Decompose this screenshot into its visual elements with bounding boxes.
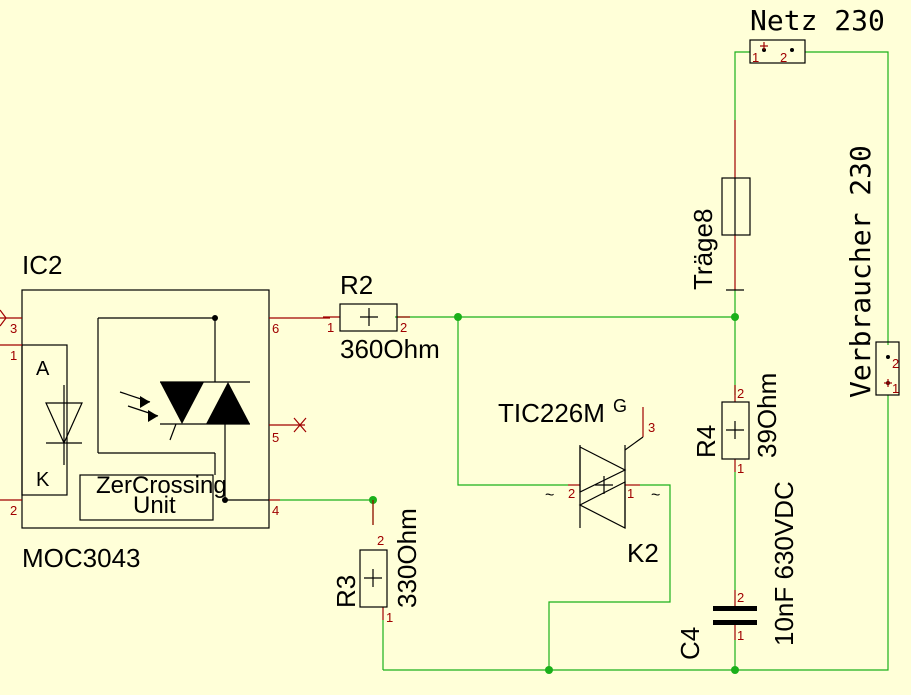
- ic2-pin5: 5: [272, 430, 279, 445]
- verbraucher-pin1: 1: [892, 381, 899, 396]
- r4-value-label: 39Ohm: [752, 373, 782, 458]
- ic2-junction: [222, 497, 228, 503]
- k2-pin1: 1: [627, 486, 634, 501]
- k2-ref-label: K2: [627, 538, 659, 568]
- connector-netz[interactable]: Netz 230 1 2: [749, 4, 885, 65]
- junction-dot: [545, 666, 553, 674]
- ic2-junction: [212, 315, 218, 321]
- junction-dot: [454, 313, 462, 321]
- junctions: [369, 313, 739, 674]
- resistor-r4[interactable]: R4 39Ohm 2 1: [691, 373, 782, 476]
- r2-pin2: 2: [400, 320, 407, 335]
- netz-pin2: 2: [780, 50, 787, 65]
- netz-pin1: 1: [752, 50, 759, 65]
- connector-verbraucher[interactable]: Verbraucher 230 2 1: [844, 145, 900, 398]
- ic2-pin3: 3: [10, 321, 17, 336]
- c4-pin2: 2: [737, 590, 744, 605]
- fuse-value-label: Träge8: [688, 209, 718, 290]
- resistor-r3[interactable]: R3 330Ohm 2 1: [331, 500, 422, 625]
- ic2-ref-label: IC2: [22, 250, 62, 280]
- r3-pin2: 2: [377, 533, 384, 548]
- ic2-optocoupler[interactable]: IC2 MOC3043 A K: [0, 250, 330, 573]
- r2-value-label: 360Ohm: [340, 334, 440, 364]
- k2-value-label: TIC226M: [498, 398, 605, 428]
- r2-ref-label: R2: [340, 270, 373, 300]
- ic2-pin1: 1: [10, 348, 17, 363]
- triac-k2[interactable]: TIC226M G K2 2 1 3 ~ ~: [498, 396, 660, 568]
- led-diode-symbol: [45, 385, 83, 465]
- r2-pin1: 1: [327, 320, 334, 335]
- k2-pin2: 2: [568, 486, 575, 501]
- k2-pin3: 3: [648, 420, 655, 435]
- r4-pin2: 2: [737, 386, 744, 401]
- r3-ref-label: R3: [331, 575, 361, 608]
- ic2-anode-label: A: [36, 358, 50, 380]
- verbraucher-pin2: 2: [892, 356, 899, 371]
- fuse-traege8[interactable]: Träge8: [688, 120, 751, 291]
- k2-tilde-left: ~: [545, 487, 554, 504]
- ic2-pin2: 2: [10, 503, 17, 518]
- netz-label: Netz 230: [750, 4, 885, 37]
- ic2-pins: [0, 309, 330, 501]
- r4-ref-label: R4: [691, 425, 721, 458]
- zero-crossing-box: [79, 474, 214, 521]
- k2-gate-label: G: [613, 396, 627, 416]
- capacitor-c4[interactable]: C4 10nF 630VDC 2 1: [675, 481, 799, 660]
- zc-label-line2: Unit: [133, 492, 176, 519]
- c4-value-label: 10nF 630VDC: [769, 481, 799, 646]
- verbraucher-label: Verbraucher 230: [844, 145, 877, 398]
- r3-pin1: 1: [386, 610, 393, 625]
- k2-tilde-right: ~: [651, 487, 660, 504]
- light-arrows-symbol: [119, 391, 159, 422]
- r4-pin1: 1: [737, 461, 744, 476]
- junction-dot: [731, 666, 739, 674]
- r3-value-label: 330Ohm: [392, 508, 422, 608]
- resistor-r2[interactable]: R2 360Ohm 1 2: [323, 270, 440, 364]
- ic2-triac-symbol: [97, 317, 269, 501]
- ic2-pin4: 4: [272, 503, 279, 518]
- c4-pin1: 1: [737, 628, 744, 643]
- ic2-value-label: MOC3043: [22, 543, 141, 573]
- c4-ref-label: C4: [675, 627, 705, 660]
- junction-dot: [731, 313, 739, 321]
- zc-label-line1: ZerCrossing: [96, 472, 227, 499]
- ic2-cathode-label: K: [36, 469, 50, 491]
- ic2-pin6: 6: [272, 321, 279, 336]
